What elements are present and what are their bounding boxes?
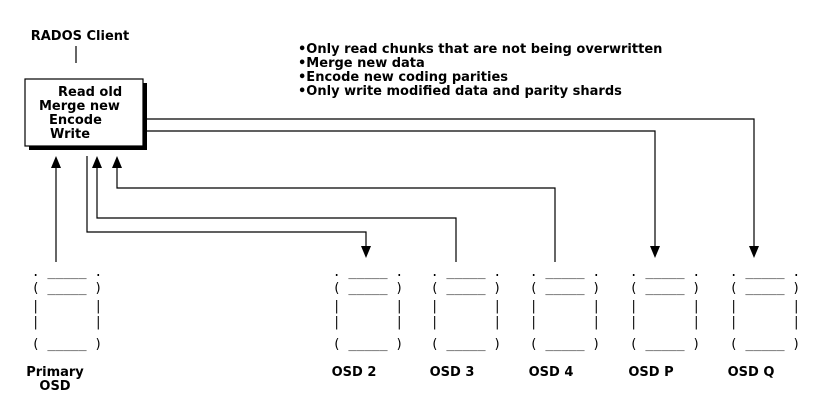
osd-disk-line: | |: [630, 315, 700, 330]
osd-disk-3: . _____ .( _____ )| || |( _____ )OSD 4: [529, 265, 601, 380]
osd-label: OSD 3: [430, 365, 475, 380]
osd-disk-line: | |: [333, 299, 403, 314]
osd-disk-2: . _____ .( _____ )| || |( _____ )OSD 3: [430, 265, 502, 380]
client-step-merge-new: Merge new: [39, 99, 120, 114]
osd-disk-0: . _____ .( _____ )| || |( _____ )Primary…: [26, 265, 102, 394]
read-arrow-osd4-head: [112, 156, 122, 168]
client-step-encode: Encode: [49, 113, 102, 128]
osd-disk-line: | |: [32, 315, 102, 330]
osd-disk-line: ( _____ ): [431, 281, 501, 296]
osd-disk-line: . _____ .: [333, 265, 403, 280]
osd-disk-line: | |: [730, 299, 800, 314]
osd-disk-line: ( _____ ): [32, 337, 102, 352]
osd-disk-line: ( _____ ): [333, 281, 403, 296]
write-arrow-osd2: [86, 156, 367, 246]
osd-label: OSD Q: [728, 365, 775, 380]
write-arrow-osdp-head: [650, 246, 660, 258]
note-write-shards: •Only write modified data and parity sha…: [298, 84, 622, 99]
osd-disk-line: . _____ .: [32, 265, 102, 280]
client-step-write: Write: [50, 127, 90, 142]
client-box: [24, 78, 144, 147]
osd-label: OSD 2: [332, 365, 377, 380]
osd-disk-line: ( _____ ): [530, 337, 600, 352]
osd-disk-line: | |: [530, 315, 600, 330]
write-arrow-osdp: [147, 130, 656, 246]
osd-label: OSD P: [628, 365, 673, 380]
osd-disk-line: ( _____ ): [630, 337, 700, 352]
osd-disk-5: . _____ .( _____ )| || |( _____ )OSD Q: [728, 265, 801, 380]
osd-disk-line: ( _____ ): [530, 281, 600, 296]
osd-disk-line: ( _____ ): [730, 337, 800, 352]
osd-disk-line: . _____ .: [630, 265, 700, 280]
osd-disk-line: ( _____ ): [630, 281, 700, 296]
write-arrow-osdq: [147, 118, 755, 246]
read-arrows: [51, 156, 556, 262]
read-arrow-osd4: [116, 168, 556, 262]
osd-disk-line: | |: [333, 315, 403, 330]
osd-disk-line: | |: [32, 299, 102, 314]
osd-disk-line: ( _____ ): [431, 337, 501, 352]
osd-disk-line: | |: [530, 299, 600, 314]
osd-disks: . _____ .( _____ )| || |( _____ )Primary…: [26, 265, 800, 394]
note-encode-parity: •Encode new coding parities: [298, 70, 508, 85]
write-arrows: [86, 118, 759, 258]
client-step-read-old: Read old: [58, 85, 122, 100]
osd-disk-4: . _____ .( _____ )| || |( _____ )OSD P: [628, 265, 700, 380]
osd-disk-line: | |: [431, 315, 501, 330]
osd-disk-line: | |: [431, 299, 501, 314]
read-arrow-osd3: [96, 168, 457, 262]
osd-disk-line: | |: [630, 299, 700, 314]
osd-disk-line: . _____ .: [730, 265, 800, 280]
osd-label: OSD 4: [529, 365, 574, 380]
note-read-chunks: •Only read chunks that are not being ove…: [298, 42, 662, 57]
write-arrow-osdq-head: [749, 246, 759, 258]
note-merge-data: •Merge new data: [298, 56, 425, 71]
osd-disk-line: ( _____ ): [32, 281, 102, 296]
read-arrow-primary-head: [51, 156, 61, 168]
read-arrow-osd3-head: [92, 156, 102, 168]
client-title: RADOS Client: [31, 29, 130, 44]
osd-disk-line: | |: [730, 315, 800, 330]
osd-disk-line: . _____ .: [431, 265, 501, 280]
osd-disk-line: . _____ .: [530, 265, 600, 280]
osd-disk-1: . _____ .( _____ )| || |( _____ )OSD 2: [332, 265, 404, 380]
write-arrow-osd2-head: [361, 246, 371, 258]
osd-label: OSD: [39, 379, 70, 394]
osd-label: Primary: [26, 365, 84, 380]
osd-disk-line: ( _____ ): [730, 281, 800, 296]
osd-disk-line: ( _____ ): [333, 337, 403, 352]
